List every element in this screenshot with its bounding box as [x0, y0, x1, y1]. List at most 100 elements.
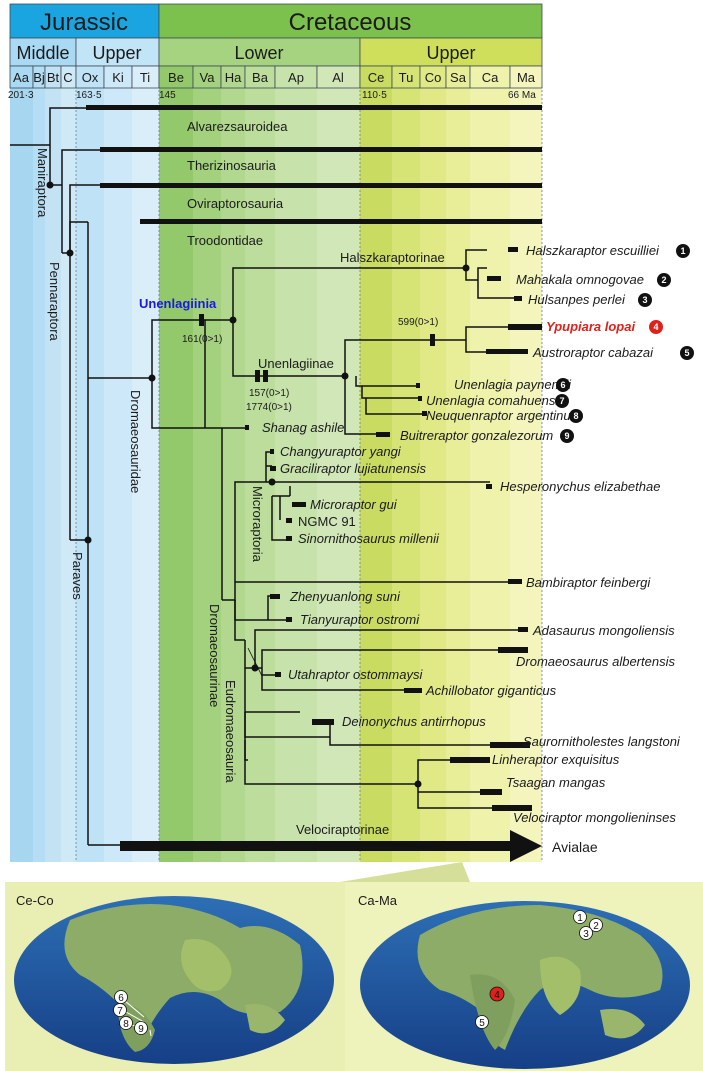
- taxon-label: Austroraptor cabazai: [532, 345, 654, 360]
- map-label: Ce-Co: [16, 893, 54, 908]
- stage-label: Ba: [252, 70, 269, 85]
- stage-label: Ki: [112, 70, 124, 85]
- taxon-label: Unenlagia comahuensis: [426, 393, 565, 408]
- badge: 8: [573, 411, 578, 421]
- stage-label: Tu: [399, 70, 414, 85]
- taxon-label: Neuquenraptor argentinus: [426, 408, 578, 423]
- taxon-label: Utahraptor ostommaysi: [288, 667, 423, 682]
- character-labels: 161(0>1) 157(0>1) 1774(0>1) 599(0>1): [182, 317, 438, 413]
- taxon-label: Microraptor gui: [310, 497, 398, 512]
- clade-maniraptora: Maniraptora: [35, 148, 50, 218]
- taxon-badges: 1 2 3 4 5 6 7 8 9: [555, 244, 694, 443]
- taxon-label: Tsaagan mangas: [506, 775, 606, 790]
- map-marker: 9: [138, 1024, 144, 1035]
- taxon-label: Saurornitholestes langstoni: [523, 734, 681, 749]
- age-label: 201·3: [8, 90, 34, 101]
- taxon-label: Hesperonychus elizabethae: [500, 479, 660, 494]
- taxon-label: Mahakala omnogovae: [516, 272, 644, 287]
- time-bands: [10, 86, 543, 862]
- clade-halszkaraptorinae: Halszkaraptorinae: [340, 250, 445, 265]
- stage-label: Ox: [82, 70, 99, 85]
- period-jurassic: Jurassic: [40, 9, 128, 36]
- clade-troodontidae: Troodontidae: [187, 233, 263, 248]
- age-label: 110·5: [362, 90, 387, 101]
- map-label: Ca-Ma: [358, 893, 398, 908]
- map-panel: Ce-Co Ca-Ma: [5, 862, 703, 1071]
- stage-label: Aa: [13, 70, 30, 85]
- epoch-middle: Middle: [16, 43, 69, 63]
- stage-label: Ti: [140, 70, 150, 85]
- taxon-label: Achillobator giganticus: [425, 683, 557, 698]
- map-markers: 6 7 8 9 1 2 3 4 5: [113, 910, 603, 1037]
- badge: 9: [564, 431, 569, 441]
- badge: 1: [680, 246, 685, 256]
- taxon-label: Linheraptor exquisitus: [492, 752, 620, 767]
- clade-pennaraptora: Pennaraptora: [47, 262, 62, 342]
- badge: 2: [661, 275, 666, 285]
- age-label: 163·5: [76, 90, 102, 101]
- badge: 7: [559, 396, 564, 406]
- taxon-label: Graciliraptor lujiatunensis: [280, 461, 426, 476]
- map-marker: 7: [117, 1006, 123, 1017]
- epoch-lower-cretaceous: Lower: [234, 43, 283, 63]
- character-label: 157(0>1): [249, 388, 289, 399]
- clade-microraptoria: Microraptoria: [250, 486, 265, 563]
- badge: 3: [642, 295, 647, 305]
- stage-label: Bt: [47, 70, 60, 85]
- stage-label: Bj: [33, 70, 45, 85]
- stage-label: Ap: [288, 70, 304, 85]
- taxon-label: Tianyuraptor ostromi: [300, 612, 420, 627]
- clade-paraves: Paraves: [70, 552, 85, 600]
- badge: 6: [560, 380, 565, 390]
- badge: 5: [684, 348, 689, 358]
- taxon-label: Sinornithosaurus millenii: [298, 531, 440, 546]
- stage-label: C: [63, 70, 72, 85]
- taxon-label: Zhenyuanlong suni: [289, 589, 401, 604]
- stage-label: Ce: [368, 70, 385, 85]
- clade-unenlagiinia: Unenlagiinia: [139, 296, 217, 311]
- timescale-header: [9, 3, 543, 89]
- clade-therizinosauria: Therizinosauria: [187, 158, 277, 173]
- taxon-label: NGMC 91: [298, 514, 356, 529]
- map-marker: 3: [583, 929, 589, 940]
- taxon-label: Bambiraptor feinbergi: [526, 575, 651, 590]
- clade-avialae: Avialae: [552, 839, 598, 855]
- taxon-label: Hulsanpes perlei: [528, 292, 626, 307]
- age-label: 66 Ma: [508, 90, 536, 101]
- clade-velociraptorinae: Velociraptorinae: [296, 822, 389, 837]
- taxon-label: Adasaurus mongoliensis: [532, 623, 675, 638]
- clade-oviraptorosauria: Oviraptorosauria: [187, 196, 284, 211]
- badge: 4: [653, 322, 658, 332]
- taxon-labels: Halszkaraptor escuilliei Mahakala omnogo…: [262, 243, 681, 825]
- map-marker: 6: [118, 993, 124, 1004]
- stage-label: Be: [168, 70, 184, 85]
- clade-unenlagiinae: Unenlagiinae: [258, 356, 334, 371]
- taxon-label: Shanag ashile: [262, 420, 344, 435]
- clade-eudromaeosauria: Eudromaeosauria: [223, 680, 238, 783]
- taxon-label: Deinonychus antirrhopus: [342, 714, 486, 729]
- clade-dromaeosaurinae: Dromaeosaurinae: [207, 604, 222, 707]
- age-label: 145: [159, 90, 176, 101]
- map-marker: 5: [479, 1018, 485, 1029]
- taxon-label: Halszkaraptor escuilliei: [526, 243, 660, 258]
- stage-labels: Aa Bj Bt C Ox Ki Ti Be Va Ha Ba Ap Al Ce…: [13, 70, 536, 85]
- stage-label: Va: [200, 70, 216, 85]
- taxon-label: Velociraptor mongolieninses: [513, 810, 676, 825]
- stage-label: Ma: [517, 70, 536, 85]
- taxon-label: Ypupiara lopai: [546, 319, 635, 334]
- character-label: 1774(0>1): [246, 402, 292, 413]
- taxon-label: Dromaeosaurus albertensis: [516, 654, 675, 669]
- stage-label: Ha: [225, 70, 242, 85]
- clade-alvarezsauroidea: Alvarezsauroidea: [187, 119, 288, 134]
- map-marker: 8: [123, 1019, 129, 1030]
- stage-label: Co: [425, 70, 442, 85]
- taxon-label: Unenlagia paynemili: [454, 377, 572, 392]
- stage-label: Al: [332, 70, 344, 85]
- epoch-upper-jurassic: Upper: [92, 43, 141, 63]
- stage-label: Sa: [450, 70, 467, 85]
- epoch-upper-cretaceous: Upper: [426, 43, 475, 63]
- clade-dromaeosauridae: Dromaeosauridae: [128, 390, 143, 493]
- range-bars: [86, 105, 542, 862]
- character-label: 161(0>1): [182, 334, 222, 345]
